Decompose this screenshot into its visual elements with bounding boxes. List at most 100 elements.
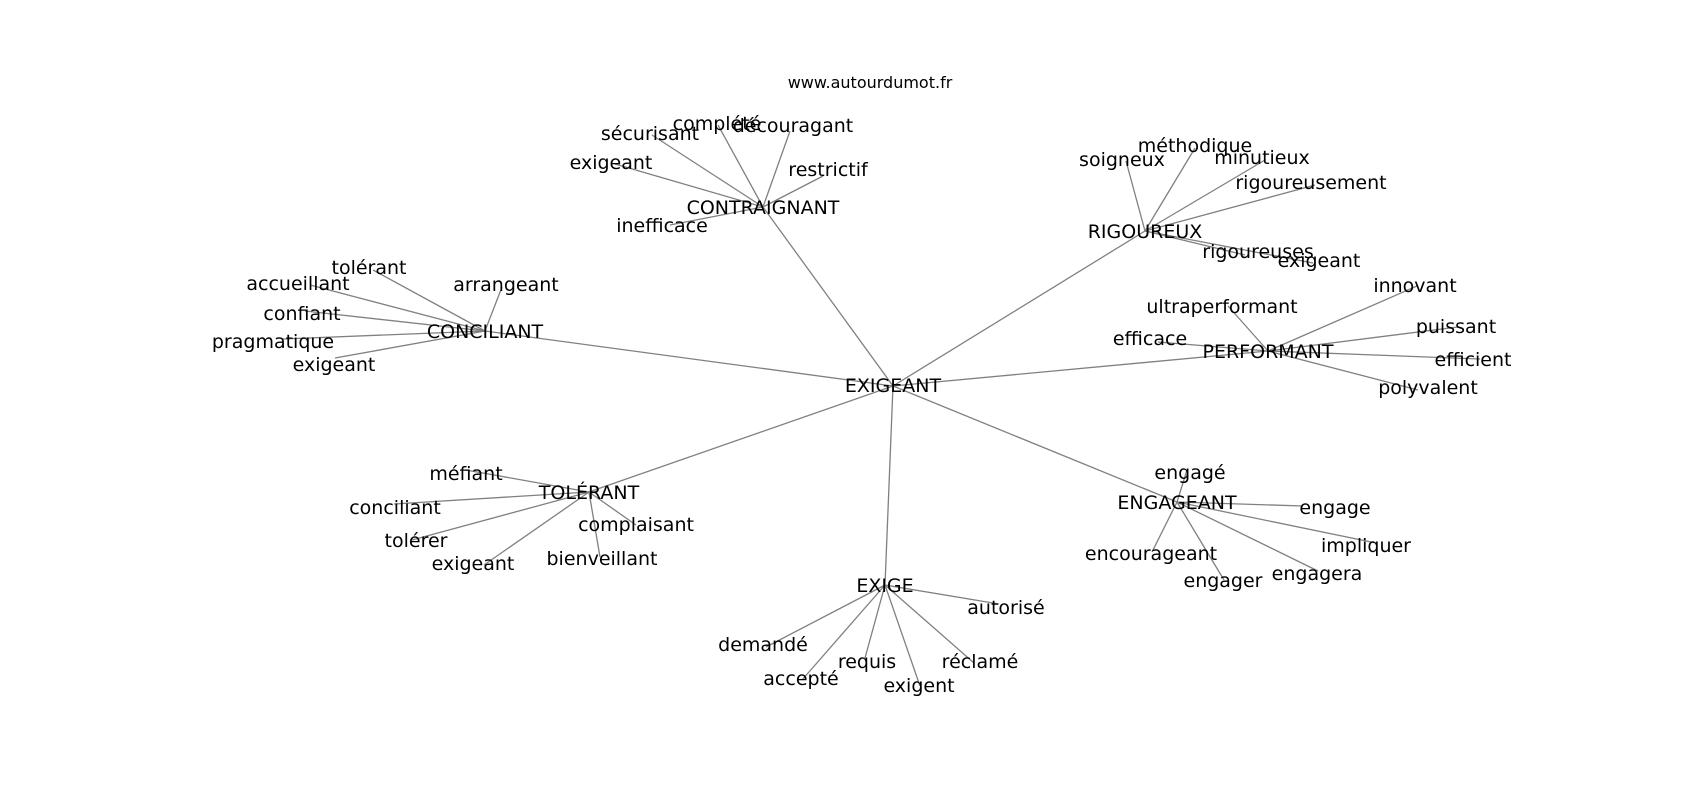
edge-cluster-neighbor: [1267, 285, 1418, 352]
site-url[interactable]: www.autourdumot.fr: [788, 73, 953, 92]
edge-cluster-neighbor: [411, 491, 590, 541]
edge-cluster-neighbor: [884, 584, 921, 687]
edge-cluster-neighbor: [717, 124, 764, 208]
neighbor-node-label[interactable]: restrictif: [788, 159, 869, 181]
edge-cluster-neighbor: [393, 491, 590, 505]
edge-cluster-neighbor: [1267, 350, 1481, 360]
cluster-node-label[interactable]: EXIGE: [856, 575, 913, 597]
center-node-label[interactable]: EXIGEANT: [845, 375, 942, 397]
edge-cluster-neighbor: [884, 584, 1000, 605]
neighbor-node-label[interactable]: pragmatique: [212, 331, 334, 353]
edge-cluster-neighbor: [1176, 469, 1188, 503]
edge-cluster-neighbor: [669, 206, 764, 226]
neighbor-node-label[interactable]: demandé: [718, 634, 808, 656]
edge-cluster-neighbor: [465, 469, 590, 493]
neighbor-node-label[interactable]: exigeant: [293, 354, 376, 376]
edge-center-cluster: [588, 385, 894, 493]
neighbor-node-label[interactable]: conciliant: [349, 497, 441, 519]
neighbor-node-label[interactable]: découragant: [733, 115, 854, 137]
neighbor-node-label[interactable]: accueillant: [246, 273, 349, 295]
neighbor-node-label[interactable]: minutieux: [1214, 147, 1310, 169]
edge-center-cluster: [762, 206, 894, 387]
neighbor-node-label[interactable]: complété: [673, 113, 762, 135]
neighbor-node-label[interactable]: méthodique: [1138, 135, 1252, 157]
edge-cluster-neighbor: [651, 134, 764, 208]
edge-cluster-neighbor: [614, 163, 764, 208]
edge-cluster-neighbor: [588, 491, 601, 558]
edge-cluster-neighbor: [762, 130, 791, 208]
neighbor-node-label[interactable]: soigneux: [1079, 149, 1165, 171]
neighbor-node-label[interactable]: impliquer: [1321, 535, 1411, 557]
edge-cluster-neighbor: [1144, 147, 1196, 232]
neighbor-node-label[interactable]: inefficace: [616, 215, 708, 237]
neighbor-node-label[interactable]: exigent: [883, 675, 954, 697]
neighbor-node-label[interactable]: méfiant: [429, 463, 502, 485]
neighbor-node-label[interactable]: engage: [1299, 497, 1370, 519]
edge-cluster-neighbor: [884, 584, 975, 664]
neighbor-node-label[interactable]: engagé: [1154, 462, 1225, 484]
neighbor-node-label[interactable]: arrangeant: [453, 274, 559, 296]
edge-cluster-neighbor: [1267, 326, 1459, 352]
neighbor-node-label[interactable]: efficient: [1435, 349, 1512, 371]
neighbor-node-label[interactable]: exigeant: [570, 152, 653, 174]
edge-cluster-neighbor: [1144, 184, 1316, 232]
edge-cluster-neighbor: [588, 491, 637, 526]
edge-cluster-neighbor: [1176, 501, 1304, 507]
neighbor-node-label[interactable]: complaisant: [578, 514, 694, 536]
neighbor-node-label[interactable]: innovant: [1373, 275, 1456, 297]
neighbor-node-label[interactable]: autorisé: [967, 597, 1044, 619]
edge-cluster-neighbor: [1157, 341, 1269, 352]
neighbor-node-label[interactable]: puissant: [1416, 316, 1496, 338]
edge-cluster-neighbor: [309, 284, 486, 332]
edge-center-cluster: [892, 350, 1269, 387]
edge-cluster-neighbor: [372, 269, 486, 332]
edge-cluster-neighbor: [484, 286, 503, 332]
edge-cluster-neighbor: [1176, 501, 1377, 544]
neighbor-node-label[interactable]: exigeant: [432, 553, 515, 575]
edge-center-cluster: [892, 230, 1146, 387]
cluster-node-label[interactable]: TOLÉRANT: [538, 481, 640, 504]
edge-cluster-neighbor: [1176, 501, 1319, 572]
edge-cluster-neighbor: [1125, 160, 1146, 232]
edge-cluster-neighbor: [1144, 230, 1314, 264]
edge-cluster-neighbor: [1176, 501, 1225, 581]
neighbor-node-label[interactable]: requis: [838, 651, 896, 673]
edge-cluster-neighbor: [1267, 350, 1419, 391]
edge-cluster-neighbor: [765, 584, 886, 648]
edge-center-cluster: [892, 385, 1178, 503]
edge-cluster-neighbor: [483, 491, 590, 566]
edge-cluster-neighbor: [304, 310, 486, 332]
neighbor-node-label[interactable]: rigoureusement: [1235, 172, 1386, 194]
edge-cluster-neighbor: [1227, 305, 1269, 352]
neighbor-node-label[interactable]: exigeant: [1278, 250, 1361, 272]
neighbor-node-label[interactable]: accepté: [763, 668, 838, 690]
neighbor-node-label[interactable]: sécurisant: [601, 123, 699, 145]
edge-cluster-neighbor: [801, 584, 886, 681]
neighbor-node-label[interactable]: confiant: [263, 303, 340, 325]
neighbor-node-label[interactable]: engagera: [1272, 563, 1363, 585]
cluster-node-label[interactable]: PERFORMANT: [1203, 341, 1334, 363]
edge-cluster-neighbor: [282, 330, 486, 340]
neighbor-node-label[interactable]: bienveillant: [547, 548, 658, 570]
edge-cluster-neighbor: [864, 584, 886, 659]
cluster-node-label[interactable]: ENGAGEANT: [1117, 492, 1237, 514]
neighbor-node-label[interactable]: tolérant: [332, 257, 407, 279]
neighbor-node-label[interactable]: ultraperformant: [1146, 296, 1297, 318]
graph-edges: [282, 124, 1481, 687]
neighbor-node-label[interactable]: tolérer: [385, 530, 448, 552]
neighbor-node-label[interactable]: polyvalent: [1378, 377, 1478, 399]
neighbor-node-label[interactable]: engager: [1184, 570, 1263, 592]
neighbor-node-label[interactable]: rigoureuses: [1202, 241, 1313, 263]
edge-center-cluster: [484, 330, 894, 387]
neighbor-node-label[interactable]: efficace: [1113, 328, 1187, 350]
edge-cluster-neighbor: [762, 175, 824, 208]
edge-cluster-neighbor: [1144, 230, 1246, 256]
cluster-node-label[interactable]: RIGOUREUX: [1088, 221, 1203, 243]
neighbor-node-label[interactable]: réclamé: [942, 651, 1019, 673]
neighbor-node-label[interactable]: encourageant: [1085, 543, 1217, 565]
cluster-node-label[interactable]: CONCILIANT: [427, 321, 544, 343]
cluster-node-label[interactable]: CONTRAIGNANT: [687, 197, 840, 219]
edge-cluster-neighbor: [1144, 159, 1266, 232]
